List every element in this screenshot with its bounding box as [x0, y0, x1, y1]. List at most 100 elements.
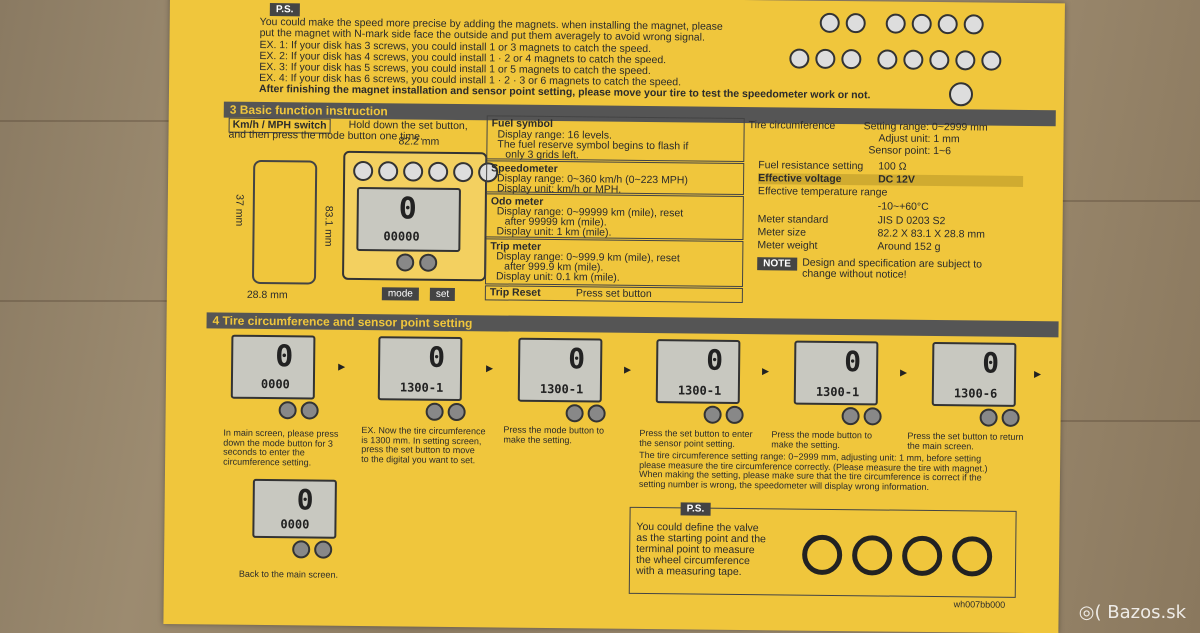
spec-label: Meter standard — [757, 213, 829, 226]
meter-lcd: 0 00000 — [356, 186, 461, 253]
trip-reset-text: Press set button — [575, 287, 652, 301]
wheel-icon — [801, 534, 843, 576]
magnet-disk-icon — [815, 48, 836, 69]
mode-button-diagram — [396, 253, 415, 272]
dim-side: 37 mm — [233, 194, 246, 227]
set-button-diagram — [1001, 408, 1020, 427]
fuel-l3: only 3 grids left. — [505, 148, 579, 162]
magnet-disk-icon — [789, 48, 810, 69]
mode-button-diagram — [841, 407, 860, 426]
ps-label: P.S. — [269, 3, 300, 17]
ps-valve-box: P.S. You could define the valve as the s… — [628, 502, 1017, 598]
note-l2: change without notice! — [802, 267, 907, 281]
set-button-diagram — [725, 405, 744, 425]
set-button-diagram — [419, 253, 438, 272]
watermark-logo-icon: ◎( — [1078, 602, 1102, 623]
step-lcd: 0 1300-1 — [655, 339, 741, 404]
dim-height: 83.1 mm — [322, 205, 335, 247]
step-screen-5: 0 1300-6 — [931, 342, 1021, 427]
step-screen-3: 0 1300-1 — [655, 339, 745, 425]
spec-value: 100 Ω — [878, 160, 907, 173]
spec-label: Meter size — [757, 226, 807, 239]
wood-grain — [1060, 420, 1200, 422]
wheel-icon — [901, 535, 943, 577]
section4-header: 4 Tire circumference and sensor point se… — [206, 312, 1059, 338]
magnet-disk-icon — [981, 50, 1002, 71]
mode-button-diagram — [278, 401, 297, 420]
step-lcd: 0 1300-6 — [931, 342, 1017, 407]
magnet-disk-icon — [877, 49, 898, 70]
set-button-diagram — [300, 401, 319, 420]
trip-box: Trip meter Display range: 0~999.9 km (mi… — [484, 238, 744, 288]
spec-value: JIS D 0203 S2 — [877, 214, 946, 228]
step-screen-4: 0 1300-1 — [793, 340, 883, 426]
lcd-speed-digit: 0 — [398, 191, 418, 227]
lcd-speed-digit: 0 — [428, 340, 446, 374]
set-button-diagram — [587, 404, 606, 423]
step-arrow-icon: ▸ — [900, 363, 908, 380]
lcd-odo-digits: 0000 — [280, 517, 310, 532]
spec-label: Effective temperature range — [757, 185, 888, 199]
indicator-light-icon — [403, 161, 424, 182]
fuel-box: Fuel symbol Display range: 16 levels. Th… — [486, 115, 745, 163]
spec-value: Adjust unit: 1 mm — [878, 132, 960, 146]
wheel-icon — [851, 535, 893, 576]
lcd-odo-digits: 00000 — [383, 229, 420, 244]
trip-l3: Display unit: 0.1 km (mile). — [495, 270, 620, 284]
wood-grain — [0, 120, 180, 122]
spec-value: -10~+60°C — [877, 200, 929, 213]
spec-value: Sensor point: 1~6 — [868, 144, 952, 158]
lcd-speed-digit: 0 — [706, 343, 724, 377]
step-lcd: 0 1300-1 — [793, 340, 879, 406]
note-label: NOTE — [757, 257, 798, 271]
document-code: wh007bb000 — [953, 599, 1006, 610]
indicator-light-icon — [353, 160, 374, 182]
lcd-speed-digit: 0 — [844, 345, 862, 379]
mode-button-diagram — [565, 404, 584, 423]
speedo-box: Speedometer Display range: 0~360 km/h (0… — [485, 160, 745, 196]
back-to-main-screen: 0 0000 — [252, 478, 341, 559]
spec-value: Around 152 g — [877, 240, 941, 254]
lcd-setting-digits: 1300-1 — [539, 381, 584, 397]
lcd-setting-digits: 1300-1 — [815, 384, 860, 400]
step-arrow-icon: ▸ — [624, 360, 632, 377]
magnet-disk-icon — [819, 12, 840, 34]
mode-button-diagram — [292, 540, 311, 559]
mode-button-diagram — [979, 408, 998, 427]
trip-reset-box: Trip Reset Press set button — [484, 285, 743, 304]
step-arrow-icon: ▸ — [1033, 365, 1042, 382]
step-arrow-icon: ▸ — [338, 357, 346, 374]
mode-button-diagram — [425, 402, 444, 421]
spec-label: Meter weight — [757, 239, 818, 252]
odo-l3: Display unit: 1 km (mile). — [496, 225, 612, 239]
dim-depth: 28.8 mm — [246, 288, 288, 302]
spec-label: Fuel resistance setting — [758, 159, 864, 173]
instruction-sheet: P.S. You could make the speed more preci… — [163, 0, 1065, 633]
spec-label: Tire circumference — [748, 119, 836, 132]
magnet-disk-icon — [885, 13, 906, 34]
indicator-lights — [353, 160, 499, 183]
lcd-setting-digits: 1300-6 — [953, 386, 998, 401]
watermark: ◎( Bazos.sk — [1079, 602, 1186, 623]
step-lcd: 0 0000 — [230, 334, 316, 400]
magnet-disk-icon — [841, 49, 862, 70]
meter-side-view — [251, 159, 318, 285]
magnet-disk-icon — [963, 14, 984, 35]
meter-front-view: 0 00000 — [342, 150, 499, 282]
lcd-setting-digits: 1300-1 — [677, 383, 722, 398]
back-caption: Back to the main screen. — [238, 568, 339, 580]
ps-valve-l5: with a measuring tape. — [635, 564, 742, 579]
lcd-speed-digit: 0 — [296, 483, 314, 517]
magnet-disk-icon — [937, 14, 958, 35]
step-screen-1: 0 1300-1 — [377, 336, 467, 422]
set-label: set — [429, 287, 456, 302]
indicator-light-icon — [453, 161, 474, 183]
step-lcd: 0 1300-1 — [517, 337, 603, 403]
magnet-disk-icon — [903, 49, 924, 70]
lcd-speed-digit: 0 — [275, 339, 294, 375]
